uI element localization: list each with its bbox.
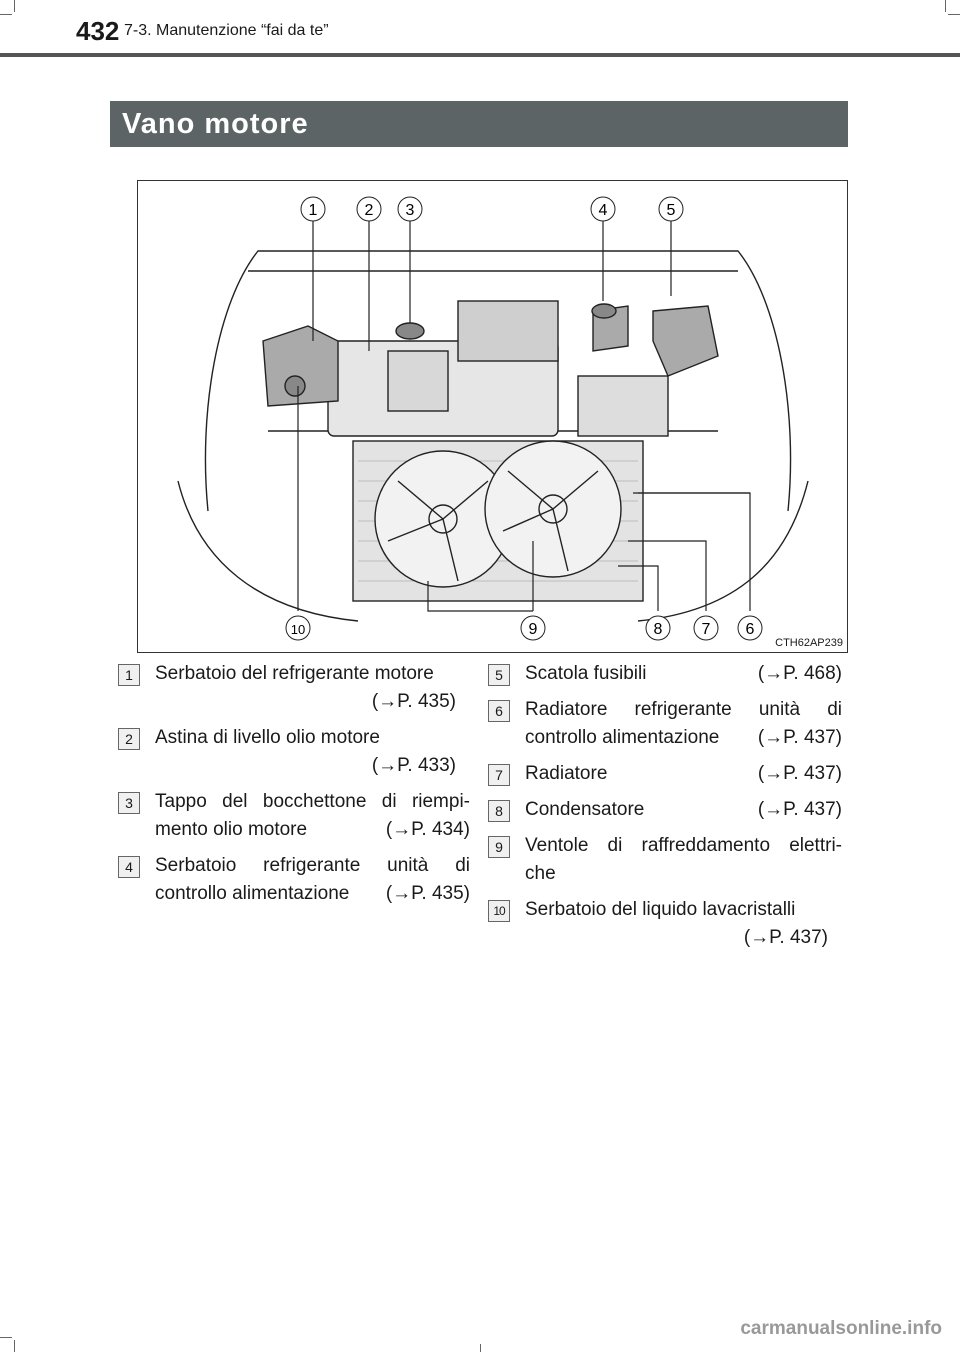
header-rule: [0, 53, 960, 57]
item-ref: (→P. 435): [385, 883, 470, 904]
callout-3: 3: [397, 196, 423, 222]
callout-8: 8: [645, 615, 671, 641]
item-ref: (→P. 435): [371, 691, 456, 712]
crop-mark: [945, 0, 946, 12]
crop-mark: [14, 0, 15, 12]
item-number: 5: [488, 664, 510, 686]
item-text: Tappo del bocchettone di riempi-: [155, 791, 470, 812]
legend-item: 1 Serbatoio del refrigerante motore (→P.…: [118, 660, 470, 716]
callout-6: 6: [737, 615, 763, 641]
callout-1: 1: [300, 196, 326, 222]
item-text: Radiatore refrigerante unità di: [525, 699, 842, 720]
page-title: Vano motore: [122, 108, 309, 140]
item-number: 4: [118, 856, 140, 878]
title-bar: Vano motore: [110, 101, 848, 147]
item-text: Ventole di raffreddamento elettri-: [525, 835, 842, 856]
legend-item: 2 Astina di livello olio motore (→P. 433…: [118, 724, 470, 780]
svg-text:6: 6: [746, 621, 755, 638]
crop-mark: [0, 14, 12, 15]
item-text: Serbatoio del refrigerante motore: [155, 663, 434, 684]
legend-item: 6 Radiatore refrigerante unità di contro…: [488, 696, 842, 752]
svg-text:1: 1: [309, 202, 318, 219]
legend-left: 1 Serbatoio del refrigerante motore (→P.…: [118, 660, 470, 916]
item-text: Serbatoio del liquido lavacristalli: [525, 899, 796, 920]
item-ref: (→P. 468): [757, 663, 842, 684]
item-ref: (→P. 437): [757, 727, 842, 748]
crop-mark: [948, 14, 960, 15]
car-body-outer: [177, 480, 809, 622]
section-header: 7-3. Manutenzione “fai da te”: [124, 22, 329, 39]
legend-item: 9 Ventole di raffreddamento elettri- che: [488, 832, 842, 888]
svg-text:5: 5: [667, 202, 676, 219]
item-number: 3: [118, 792, 140, 814]
legend-item: 10 Serbatoio del liquido lavacristalli (…: [488, 896, 842, 952]
callout-7: 7: [693, 615, 719, 641]
item-number: 2: [118, 728, 140, 750]
figure-code: CTH62AP239: [775, 637, 843, 649]
item-text: Astina di livello olio motore: [155, 727, 380, 748]
legend-item: 5 Scatola fusibili (→P. 468): [488, 660, 842, 688]
legend-item: 7 Radiatore (→P. 437): [488, 760, 842, 788]
item-ref: (→P. 437): [743, 927, 828, 948]
footer-watermark: carmanualsonline.info: [740, 1318, 942, 1339]
callout-5: 5: [658, 196, 684, 222]
svg-text:9: 9: [529, 621, 538, 638]
page-number: 432: [76, 16, 120, 46]
callout-2: 2: [356, 196, 382, 222]
crop-mark: [0, 1337, 12, 1338]
item-number: 8: [488, 800, 510, 822]
svg-text:10: 10: [291, 622, 305, 637]
engine-bay-figure: 1 2 3 4 5 10 9 8 7 6 CTH62AP239: [137, 180, 848, 653]
svg-text:7: 7: [702, 621, 711, 638]
callout-9: 9: [520, 615, 546, 641]
item-text: Serbatoio refrigerante unità di: [155, 855, 470, 876]
item-number: 1: [118, 664, 140, 686]
item-ref: (→P. 437): [757, 799, 842, 820]
svg-text:2: 2: [365, 202, 374, 219]
engine-bay-illustration: 1 2 3 4 5 10 9 8 7 6: [177, 196, 809, 641]
legend-right: 5 Scatola fusibili (→P. 468) 6 Radiatore …: [488, 660, 842, 960]
svg-text:8: 8: [654, 621, 663, 638]
svg-text:3: 3: [406, 202, 415, 219]
legend-item: 4 Serbatoio refrigerante unità di contro…: [118, 852, 470, 908]
car-body-outline: [204, 250, 792, 512]
callout-4: 4: [590, 196, 616, 222]
crop-mark: [480, 1344, 481, 1352]
item-number: 10: [488, 900, 510, 922]
item-text: mento olio motore: [155, 819, 308, 840]
legend-item: 3 Tappo del bocchettone di riempi- mento…: [118, 788, 470, 844]
item-text: Radiatore: [525, 763, 608, 784]
callout-10: 10: [285, 615, 311, 641]
item-number: 6: [488, 700, 510, 722]
crop-mark: [14, 1340, 15, 1352]
item-ref: (→P. 437): [757, 763, 842, 784]
item-number: 9: [488, 836, 510, 858]
item-text: controllo alimentazione: [155, 883, 350, 904]
svg-text:4: 4: [599, 202, 608, 219]
item-text: controllo alimentazione: [525, 727, 720, 748]
item-text: Scatola fusibili: [525, 663, 647, 684]
item-text: Condensatore: [525, 799, 645, 820]
legend-item: 8 Condensatore (→P. 437): [488, 796, 842, 824]
item-ref: (→P. 434): [385, 819, 470, 840]
item-number: 7: [488, 764, 510, 786]
item-text: che: [525, 863, 556, 884]
coolant-reservoir: [262, 325, 339, 407]
item-ref: (→P. 433): [371, 755, 456, 776]
